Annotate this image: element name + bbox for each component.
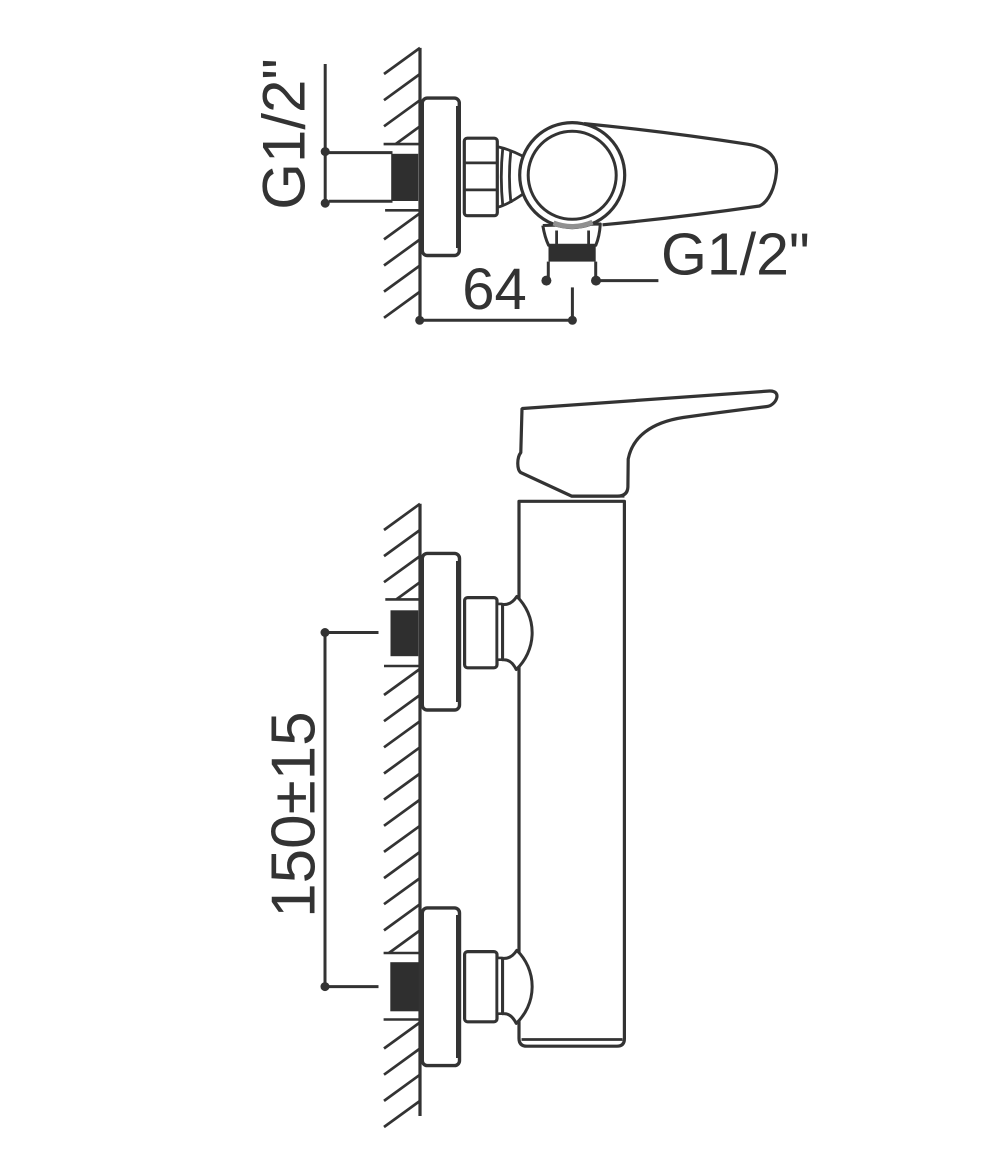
svg-text:G1/2": G1/2"	[661, 222, 810, 288]
svg-text:64: 64	[462, 257, 527, 322]
svg-text:150±15: 150±15	[260, 711, 329, 917]
svg-text:G1/2": G1/2"	[251, 58, 318, 209]
